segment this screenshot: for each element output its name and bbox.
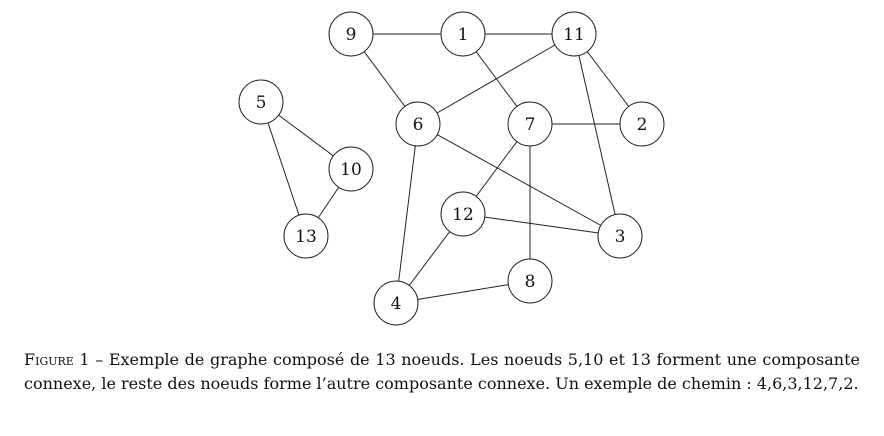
edge-11-3 [573,33,621,237]
node-3: 3 [597,213,643,259]
node-6: 6 [395,101,441,147]
node-8: 8 [507,258,553,304]
caption-label: Figure 1 [24,350,90,369]
node-circle [597,213,643,259]
node-5: 5 [238,79,284,125]
node-circle [238,79,284,125]
node-circle [283,213,329,259]
node-circle [551,11,597,57]
node-1: 1 [440,11,486,57]
node-label: 9 [346,25,357,45]
node-label: 7 [525,115,536,135]
node-11: 11 [551,11,597,57]
node-13: 13 [283,213,329,259]
node-9: 9 [328,11,374,57]
node-2: 2 [619,101,665,147]
node-label: 5 [256,93,267,113]
edge-6-3 [417,123,621,237]
edge-4-8 [395,280,531,304]
node-label: 1 [458,25,469,45]
edge-6-4 [395,123,419,304]
figure-caption: Figure 1 – Exemple de graphe composé de … [24,348,860,396]
node-label: 8 [525,272,536,292]
node-circle [507,258,553,304]
node-circle [328,146,374,192]
node-circle [440,191,486,237]
node-label: 13 [295,227,317,247]
edge-5-13 [260,101,307,237]
edges-layer [260,33,643,304]
node-7: 7 [507,101,553,147]
node-12: 12 [440,191,486,237]
node-circle [328,11,374,57]
node-label: 12 [452,205,474,225]
node-circle [373,280,419,326]
node-label: 11 [563,25,585,45]
node-label: 10 [340,160,362,180]
node-circle [395,101,441,147]
node-label: 2 [637,115,648,135]
node-circle [619,101,665,147]
node-label: 4 [391,294,402,314]
caption-separator: – [89,350,109,369]
edge-11-6 [417,33,575,125]
node-10: 10 [328,146,374,192]
node-4: 4 [373,280,419,326]
edge-12-3 [462,213,621,237]
node-label: 3 [615,227,626,247]
node-circle [507,101,553,147]
node-circle [440,11,486,57]
caption-text: Exemple de graphe composé de 13 noeuds. … [24,350,860,393]
node-label: 6 [413,115,424,135]
